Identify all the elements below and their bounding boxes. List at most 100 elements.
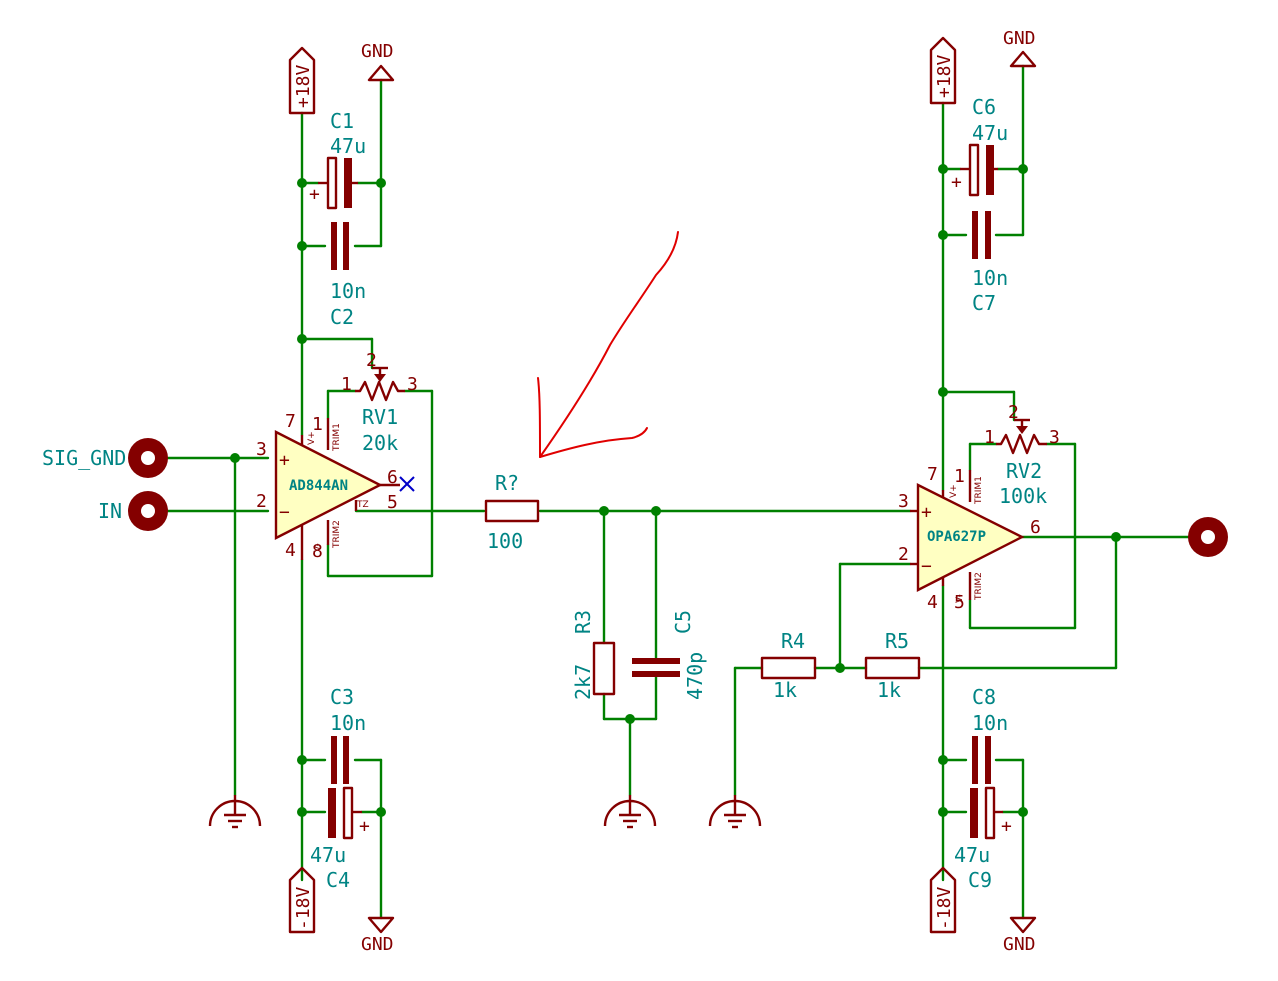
svg-text:C2: C2 [330,305,354,329]
capacitor-c8: C8 10n [972,685,1008,784]
svg-text:+: + [309,184,320,205]
svg-text:+18V: +18V [293,64,314,108]
capacitor-c9: + 47u C9 [954,786,1012,892]
svg-text:V-: V- [313,543,323,552]
svg-text:470p: 470p [683,652,707,700]
svg-text:2k7: 2k7 [571,664,595,700]
capacitor-c3: C3 10n [330,685,366,784]
svg-text:R3: R3 [571,610,595,634]
svg-text:47u: 47u [954,843,990,867]
svg-text:V-: V- [955,594,965,603]
capacitor-c1: + C1 47u [309,109,366,210]
earth-ground-1 [208,795,262,829]
opamp-ad844an: + − AD844AN 3 2 7 4 1 8 6 5 V+ TRIM1 V- … [256,411,415,562]
svg-text:3: 3 [256,439,267,460]
svg-text:C1: C1 [330,109,354,133]
svg-text:47u: 47u [972,121,1008,145]
svg-text:3: 3 [407,374,418,395]
svg-text:OPA627P: OPA627P [927,529,986,545]
svg-text:1k: 1k [773,678,797,702]
svg-text:1: 1 [984,427,995,448]
annotation-arrow [537,231,679,458]
svg-text:47u: 47u [330,134,366,158]
svg-text:GND: GND [1003,28,1036,49]
svg-text:-18V: -18V [934,886,955,930]
svg-text:5: 5 [387,492,398,513]
capacitor-c6: + C6 47u [951,95,1008,197]
resistor-r3: R3 2k7 [571,610,616,700]
connector-out [1188,517,1228,557]
svg-text:C8: C8 [972,685,996,709]
svg-text:10n: 10n [972,711,1008,735]
svg-text:+: + [359,816,370,837]
opamp-opa627p: + − OPA627P 3 2 7 4 1 5 6 V+ TRIM1 V- TR… [898,464,1041,613]
svg-text:RV2: RV2 [1006,459,1042,483]
connector-sig-gnd: SIG_GND [42,438,168,478]
gnd-symbol-top-right: GND [1003,28,1037,68]
svg-text:TRIM2: TRIM2 [974,572,984,601]
svg-text:1: 1 [341,374,352,395]
svg-text:SIG_GND: SIG_GND [42,446,126,470]
capacitor-c4: + 47u C4 [310,786,370,892]
gnd-symbol-bottom-left: GND [361,916,395,955]
svg-text:IN: IN [98,499,122,523]
svg-text:RV1: RV1 [362,405,398,429]
capacitor-c7: 10n C7 [972,211,1008,315]
svg-text:10n: 10n [972,266,1008,290]
svg-text:1: 1 [954,466,965,487]
capacitor-c5: C5 470p [632,610,707,700]
power-flag-pos-left: +18V [288,46,316,115]
svg-text:C3: C3 [330,685,354,709]
svg-text:TRIM1: TRIM1 [974,476,984,505]
svg-text:3: 3 [898,491,909,512]
svg-text:100k: 100k [999,484,1047,508]
svg-text:2: 2 [366,350,377,371]
svg-text:2: 2 [1008,402,1019,423]
svg-text:-18V: -18V [293,886,314,930]
potentiometer-rv1: 2 1 3 RV1 20k [341,350,418,455]
resistor-r5: R5 1k [864,629,921,702]
svg-text:C7: C7 [972,291,996,315]
svg-text:C4: C4 [326,868,350,892]
svg-text:GND: GND [1003,934,1036,955]
resistor-r4: R4 1k [760,629,817,702]
svg-text:+: + [921,502,932,523]
svg-text:GND: GND [361,934,394,955]
gnd-symbol-bottom-right: GND [1003,916,1037,955]
svg-text:C6: C6 [972,95,996,119]
svg-text:100: 100 [487,529,523,553]
svg-text:2: 2 [898,544,909,565]
svg-text:7: 7 [927,464,938,485]
svg-text:1: 1 [312,414,323,435]
svg-text:47u: 47u [310,843,346,867]
potentiometer-rv2: 2 1 3 RV2 100k [984,402,1060,508]
svg-text:20k: 20k [362,431,398,455]
earth-ground-3 [708,795,762,829]
svg-text:3: 3 [1049,427,1060,448]
svg-text:10n: 10n [330,711,366,735]
svg-text:V+: V+ [949,484,959,498]
power-flag-pos-right: +18V [929,36,957,105]
power-flag-neg-left: -18V [288,866,316,934]
svg-text:R?: R? [495,471,519,495]
connector-in: IN [98,491,168,531]
svg-text:1k: 1k [877,678,901,702]
capacitor-c2: 10n C2 [330,222,366,329]
svg-text:GND: GND [361,41,394,62]
svg-text:10n: 10n [330,279,366,303]
svg-text:+: + [279,450,290,471]
svg-text:C9: C9 [968,868,992,892]
junctions [230,164,1121,817]
svg-text:8: 8 [312,541,323,562]
power-flag-neg-right: -18V [929,866,957,934]
svg-text:V+: V+ [307,431,317,445]
svg-text:C5: C5 [671,610,695,634]
svg-text:2: 2 [256,491,267,512]
wires [166,64,1192,920]
svg-text:6: 6 [1030,517,1041,538]
svg-text:6: 6 [387,467,398,488]
svg-text:AD844AN: AD844AN [289,478,348,494]
svg-text:7: 7 [285,411,296,432]
resistor-r-series: R? 100 [484,471,540,553]
